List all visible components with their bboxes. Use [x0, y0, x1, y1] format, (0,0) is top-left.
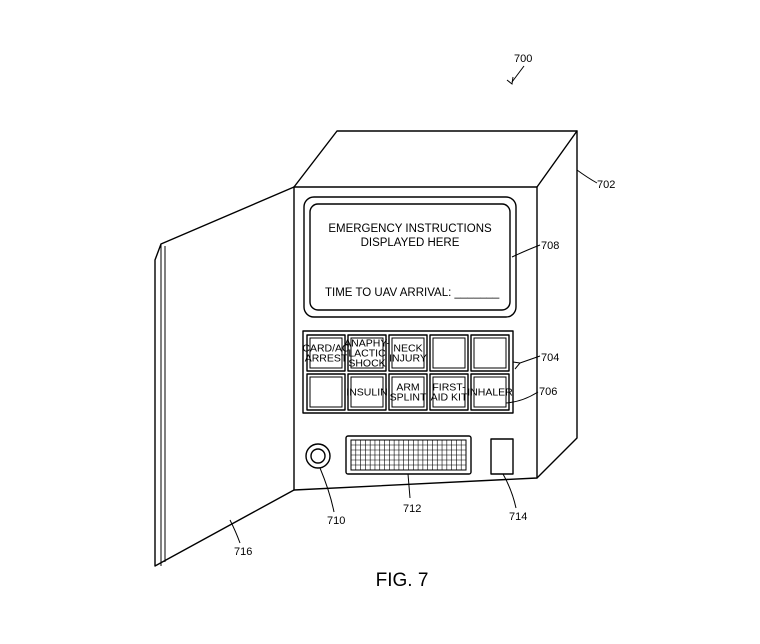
panel-button-frame	[388, 334, 428, 372]
ref-716: 716	[234, 546, 252, 558]
ref-702: 702	[597, 179, 615, 191]
panel-button-frame	[470, 373, 510, 411]
leader-700	[511, 65, 525, 83]
panel-button-frame	[470, 334, 510, 372]
panel-button-label: ARREST	[305, 353, 348, 365]
leader-704	[519, 355, 541, 364]
screen-bezel-outer	[303, 196, 517, 318]
panel-button-label: ARM	[396, 382, 419, 394]
panel-button-frame	[429, 334, 469, 372]
cabinet-side-face	[536, 130, 578, 479]
round-button-outer	[305, 443, 331, 469]
panel-button-frame	[347, 373, 387, 411]
panel-button-face	[473, 376, 507, 408]
screen-text-line1: EMERGENCY INSTRUCTIONS	[328, 223, 492, 235]
panel-button-label: SPLINT	[390, 392, 427, 404]
leader-708	[511, 244, 541, 258]
panel-button-label: LACTIC	[348, 348, 386, 360]
arrow-704	[512, 361, 521, 370]
panel-button-label: INSULIN	[346, 387, 387, 399]
button-panel: CARD/ACARRESTANAPHY-LACTICSHOCKNECKINJUR…	[302, 330, 514, 414]
door-panel	[154, 186, 295, 567]
figure-label: FIG. 7	[376, 570, 429, 591]
display-screen: EMERGENCY INSTRUCTIONS DISPLAYED HERE TI…	[303, 196, 517, 318]
leader-712	[407, 473, 411, 499]
screen-bezel-inner	[309, 203, 511, 311]
panel-button-r2-c4[interactable]: FIRST-AID KIT	[429, 373, 469, 411]
screen-text-line2: DISPLAYED HERE	[361, 237, 460, 249]
panel-button-r2-c1[interactable]	[306, 373, 346, 411]
panel-button-face	[432, 337, 466, 369]
panel-button-r2-c2[interactable]: INSULIN	[346, 373, 388, 411]
button-panel-frame	[302, 330, 514, 414]
panel-button-frame	[306, 373, 346, 411]
panel-button-label: FIRST-	[432, 382, 466, 394]
card-slot	[490, 438, 514, 475]
ref-706: 706	[539, 386, 557, 398]
panel-button-label: ANAPHY-	[344, 338, 390, 350]
leader-714	[502, 473, 517, 509]
ref-712: 712	[403, 503, 421, 515]
panel-button-r1-c5[interactable]	[470, 334, 510, 372]
panel-button-frame	[429, 373, 469, 411]
panel-button-frame	[388, 373, 428, 411]
panel-button-label: SHOCK	[348, 358, 385, 370]
panel-button-frame	[306, 334, 346, 372]
ref-704: 704	[541, 352, 559, 364]
cabinet-top-face	[293, 130, 578, 188]
panel-button-r2-c5[interactable]: INHALER	[467, 373, 513, 411]
reference-numerals: 700 702 708 704 706 710 712 714 716	[234, 53, 615, 558]
panel-button-label: INJURY	[389, 353, 427, 365]
leader-706	[505, 391, 539, 404]
panel-button-frame	[347, 334, 387, 372]
cabinet	[293, 130, 578, 491]
ref-710: 710	[327, 515, 345, 527]
panel-button-face	[473, 337, 507, 369]
panel-button-label: CARD/AC	[302, 343, 350, 355]
round-button-inner	[310, 448, 326, 464]
leader-710	[319, 467, 335, 513]
panel-button-face	[350, 376, 384, 408]
leader-lines	[229, 65, 598, 544]
ref-708: 708	[541, 240, 559, 252]
panel-button-face	[391, 376, 425, 408]
panel-button-face	[309, 376, 343, 408]
round-button[interactable]	[305, 443, 331, 469]
panel-button-face	[391, 337, 425, 369]
door	[154, 186, 295, 567]
leader-716	[229, 519, 241, 544]
panel-button-label: NECK	[393, 343, 422, 355]
speaker-grille	[345, 435, 472, 475]
panel-button-face	[350, 337, 384, 369]
ref-714: 714	[509, 511, 527, 523]
panel-button-label: INHALER	[467, 387, 513, 399]
panel-button-r1-c4[interactable]	[429, 334, 469, 372]
leader-702	[576, 169, 598, 184]
arrow-700	[506, 76, 514, 85]
panel-button-label: AID KIT	[431, 392, 468, 404]
ref-700: 700	[514, 53, 532, 65]
screen-arrival-text: TIME TO UAV ARRIVAL: _______	[325, 287, 500, 299]
panel-button-face	[309, 337, 343, 369]
panel-button-face	[432, 376, 466, 408]
